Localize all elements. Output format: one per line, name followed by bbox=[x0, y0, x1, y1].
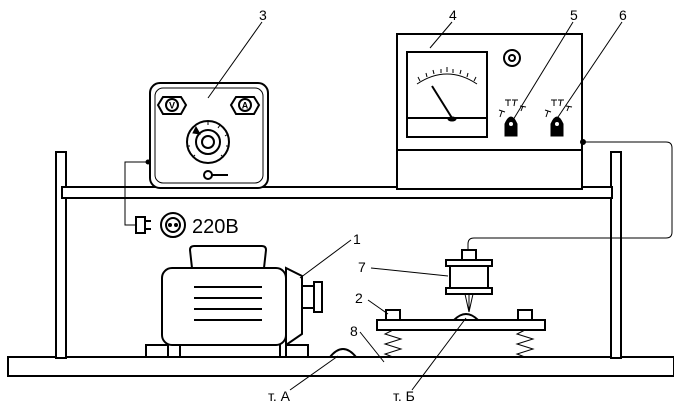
voltage-label: 220В bbox=[192, 216, 239, 238]
voltmeter-knob-label: V bbox=[169, 101, 175, 111]
measurement-point-b-mount bbox=[451, 313, 481, 321]
power-cable bbox=[124, 161, 150, 226]
label-4: 4 bbox=[449, 7, 457, 23]
voltmeter-knob: V bbox=[156, 96, 188, 115]
signal-cable-dot bbox=[580, 139, 586, 145]
regulator-dial bbox=[186, 120, 230, 164]
regulator-box: V A bbox=[149, 82, 269, 189]
power-socket-icon bbox=[160, 212, 186, 238]
left-post bbox=[55, 151, 67, 359]
label-1: 1 bbox=[353, 231, 361, 247]
ammeter-knob: A bbox=[229, 96, 261, 115]
ammeter-knob-label: A bbox=[242, 101, 249, 111]
label-7: 7 bbox=[358, 259, 366, 275]
vibration-sensor bbox=[445, 249, 493, 313]
label-8: 8 bbox=[350, 323, 358, 339]
measuring-instrument bbox=[396, 33, 583, 190]
leader-lines bbox=[207, 21, 623, 391]
label-2: 2 bbox=[355, 290, 363, 306]
label-6: 6 bbox=[619, 7, 627, 23]
spring-right bbox=[515, 309, 535, 358]
shelf bbox=[61, 186, 613, 199]
vibration-table bbox=[376, 309, 546, 358]
measurement-point-a-mount bbox=[327, 348, 359, 358]
right-post bbox=[610, 151, 622, 359]
base-plate bbox=[7, 356, 674, 377]
point-a-label: т. А bbox=[268, 388, 291, 403]
meter-window bbox=[406, 51, 488, 138]
label-3: 3 bbox=[259, 7, 267, 23]
zero-adjust-screw bbox=[503, 49, 521, 67]
switch-6-icon bbox=[544, 99, 573, 137]
meter-needle bbox=[431, 85, 453, 119]
electric-motor bbox=[145, 245, 323, 358]
power-plug-icon bbox=[135, 216, 151, 234]
regulator-switch bbox=[203, 170, 228, 180]
signal-cable bbox=[467, 141, 673, 250]
point-b-label: т. Б bbox=[393, 388, 415, 403]
switch-5-icon bbox=[498, 99, 527, 137]
spring-left bbox=[383, 309, 403, 358]
label-5: 5 bbox=[570, 7, 578, 23]
